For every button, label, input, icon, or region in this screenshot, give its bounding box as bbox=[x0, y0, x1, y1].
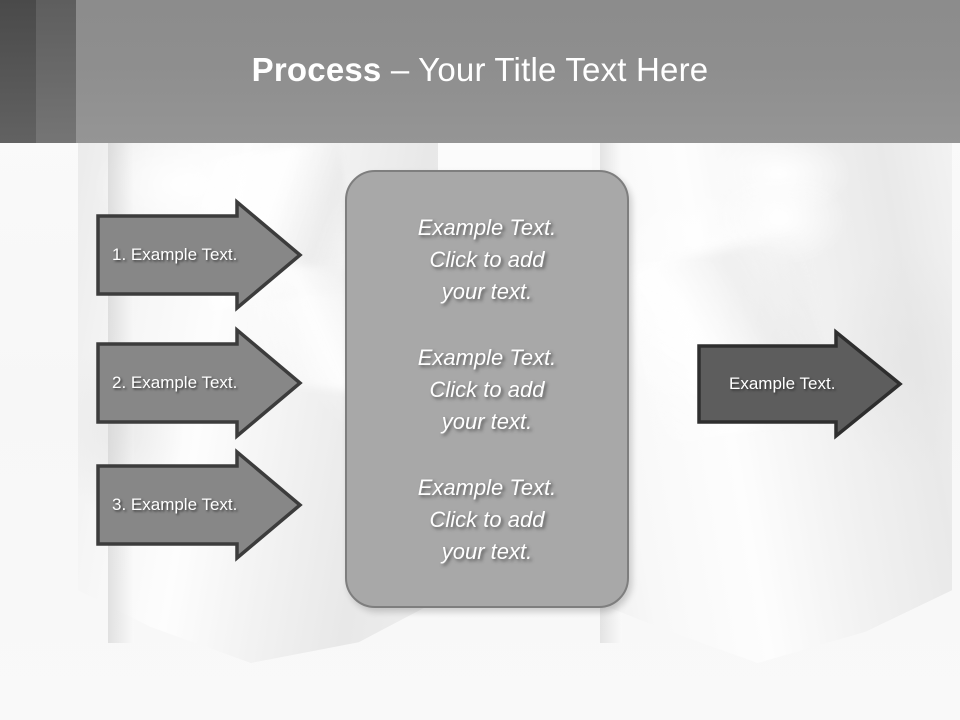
center-box-paragraph-3: Example Text. Click to add your text. bbox=[417, 475, 557, 564]
process-arrow-1-label: 1. Example Text. bbox=[112, 245, 238, 264]
arrow-right-icon bbox=[697, 328, 903, 440]
process-center-box[interactable]: Example Text. Click to add your text. Ex… bbox=[345, 170, 629, 608]
header-accent-band-mid bbox=[36, 0, 76, 143]
process-arrow-2-label: 2. Example Text. bbox=[112, 373, 238, 392]
process-arrow-3-label: 3. Example Text. bbox=[112, 495, 238, 514]
header-accent-band-dark bbox=[0, 0, 36, 143]
page-title-rest: – Your Title Text Here bbox=[381, 51, 709, 88]
process-result-arrow-label: Example Text. bbox=[729, 374, 836, 393]
page-title-strong: Process bbox=[251, 51, 382, 88]
arrow-right-icon bbox=[96, 198, 303, 312]
arrow-right-icon bbox=[96, 326, 303, 440]
process-arrow-1[interactable]: 1. Example Text. bbox=[96, 198, 303, 312]
center-box-paragraph-2: Example Text. Click to add your text. bbox=[417, 345, 557, 434]
page-title: Process – Your Title Text Here bbox=[0, 50, 960, 90]
slide-header bbox=[0, 0, 960, 143]
process-arrow-3[interactable]: 3. Example Text. bbox=[96, 448, 303, 562]
arrow-right-icon bbox=[96, 448, 303, 562]
process-result-arrow[interactable]: Example Text. bbox=[697, 328, 903, 440]
process-arrow-2[interactable]: 2. Example Text. bbox=[96, 326, 303, 440]
center-box-paragraph-1: Example Text. Click to add your text. bbox=[417, 215, 557, 304]
